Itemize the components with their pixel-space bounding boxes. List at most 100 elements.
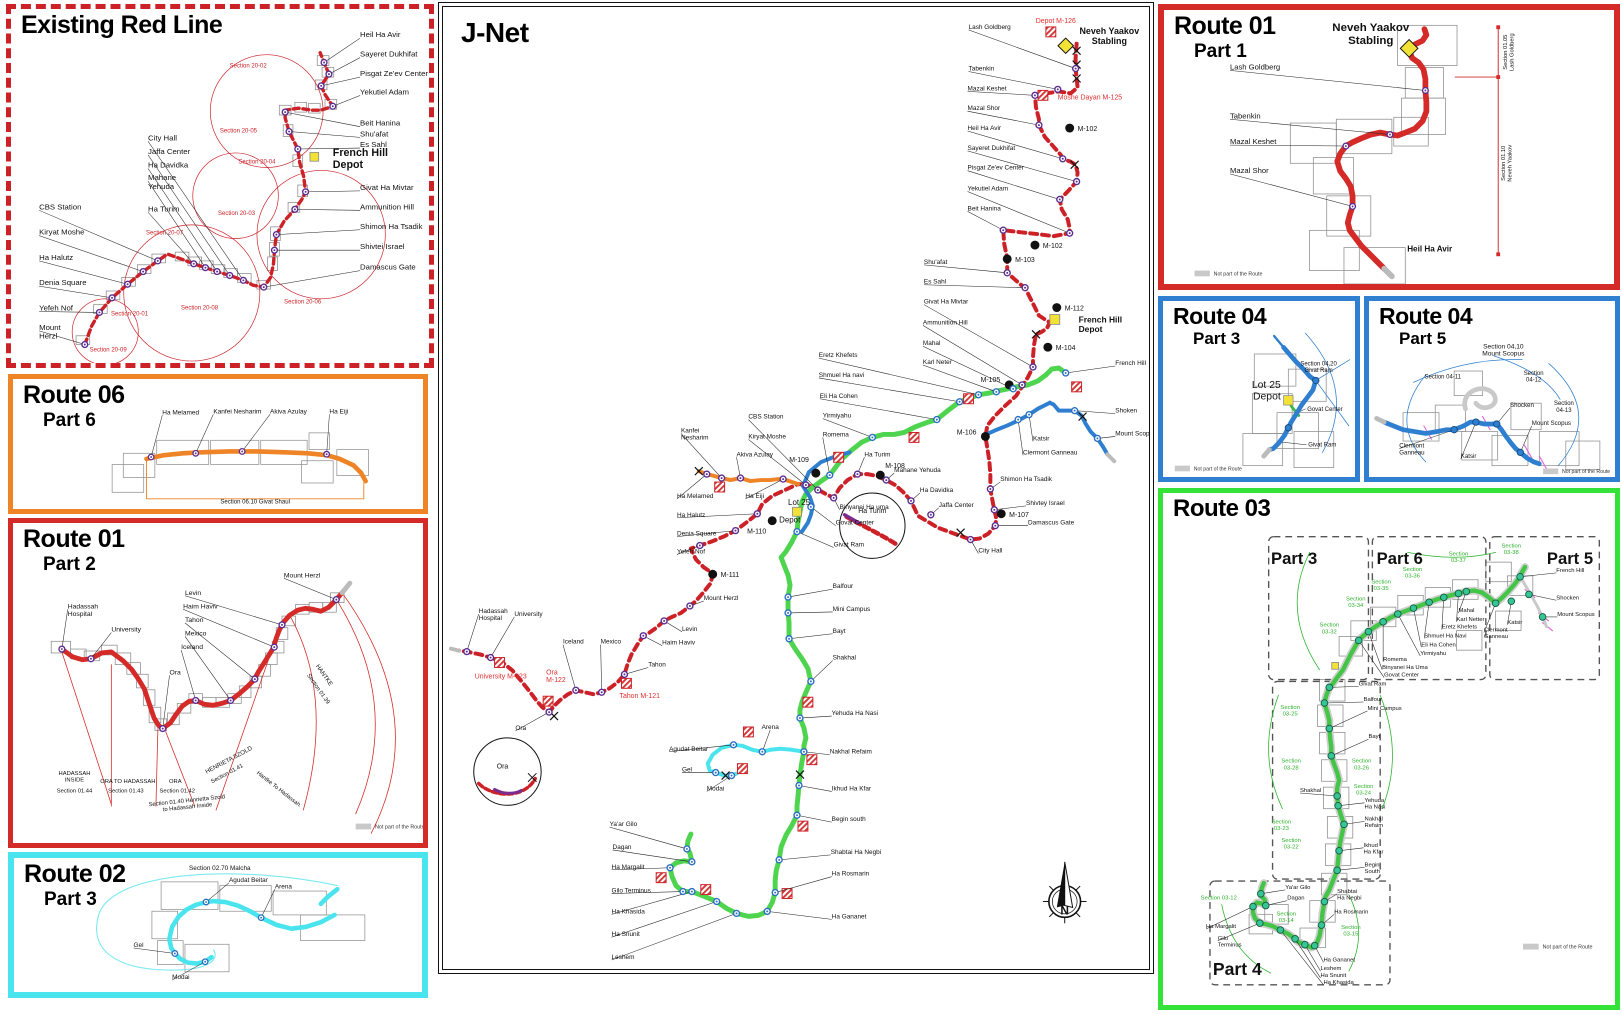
station-marker-core xyxy=(1074,67,1077,70)
map-text: Givat Ram xyxy=(1308,443,1336,449)
station-label: University xyxy=(111,627,141,634)
station-marker-core xyxy=(774,891,777,894)
station-marker xyxy=(1257,890,1265,898)
station-label: City Hall xyxy=(978,547,1002,554)
station-box xyxy=(167,712,180,726)
station-marker-core xyxy=(989,488,992,490)
station-marker-core xyxy=(1028,413,1031,416)
station-marker-core xyxy=(732,743,735,746)
station-label: Clermont Ganneau xyxy=(1023,449,1078,456)
reference-dot xyxy=(1052,303,1062,312)
decoration-path xyxy=(341,592,396,834)
station-marker xyxy=(1261,901,1270,910)
station-marker-core xyxy=(335,598,338,601)
station-box xyxy=(160,881,219,910)
station-marker-core xyxy=(204,960,207,963)
leader-line xyxy=(923,284,1026,288)
station-marker xyxy=(1249,902,1257,911)
station-label: Ora xyxy=(515,725,526,732)
leader-line xyxy=(922,364,997,393)
station-marker-core xyxy=(1031,366,1034,369)
decoration-path xyxy=(1315,359,1351,381)
leader-line xyxy=(967,110,1039,126)
leader-line xyxy=(1483,603,1496,633)
station-label: Mini Campus xyxy=(1367,706,1401,712)
leader-line xyxy=(624,667,649,675)
station-marker-core xyxy=(994,524,997,527)
station-marker-core xyxy=(293,208,296,211)
station-marker-core xyxy=(871,436,874,439)
station-marker-core xyxy=(761,750,764,753)
station-marker-core xyxy=(1068,232,1071,235)
compass-spoke xyxy=(1075,885,1081,891)
reference-dot xyxy=(1030,240,1040,250)
station-label: Levin xyxy=(185,590,201,597)
station-marker-core xyxy=(1096,437,1099,440)
reference-dot-label: M-102 xyxy=(1043,243,1063,250)
station-box xyxy=(1309,229,1360,271)
worksite-square xyxy=(742,726,754,738)
station-box xyxy=(151,910,178,940)
station-label: Eretz Khefets xyxy=(1442,625,1477,631)
panel-title-existing-red-line: Existing Red Line xyxy=(21,11,223,39)
station-label: Mazal Keshet xyxy=(968,85,1007,92)
station-marker-core xyxy=(228,274,231,277)
map-text: Depot M-126 xyxy=(1036,18,1076,25)
leader-line xyxy=(923,264,1008,274)
station-marker-core xyxy=(788,637,791,640)
leader-line xyxy=(1205,906,1254,930)
station-label: Shivtey Israel xyxy=(1026,500,1065,507)
station-marker xyxy=(1364,627,1373,636)
panel-title-jnet: J-Net xyxy=(461,17,529,48)
station-label: Mahane Yehuda xyxy=(894,467,941,474)
station-label: Damascus Gate xyxy=(1028,520,1075,527)
leader-line xyxy=(612,849,692,863)
leader-line xyxy=(818,357,979,396)
map-text: Hantke To Hadassah. xyxy=(255,770,303,809)
station-marker-core xyxy=(977,393,980,396)
leader-line xyxy=(466,613,479,652)
decoration-path xyxy=(1548,363,1580,467)
worksite-square xyxy=(908,431,920,443)
station-marker-core xyxy=(958,400,961,403)
station-label: Bayt xyxy=(833,628,846,635)
map-text: Section 20-01 xyxy=(111,311,149,317)
station-label: Binyanei Ha uma xyxy=(840,504,889,511)
route-line xyxy=(83,51,335,347)
map-text: University M-123 xyxy=(475,673,527,680)
compass-spoke xyxy=(1048,885,1054,891)
depot-square xyxy=(1283,395,1294,406)
station-label: Leshem xyxy=(1321,966,1342,972)
map-text: Heil Ha Avir xyxy=(1407,244,1453,253)
inset-label: Ha Turim xyxy=(858,508,886,515)
station-label: Shakhal xyxy=(1300,788,1321,794)
station-label: Ya'ar Gilo xyxy=(1285,885,1311,891)
leader-line xyxy=(1339,847,1364,852)
dimension-dot xyxy=(1496,252,1501,257)
station-label: Ha Rosmarin xyxy=(832,871,870,878)
compass-spoke xyxy=(1075,912,1081,918)
station-marker xyxy=(1256,919,1264,927)
station-label: Shimon Ha Tsadik xyxy=(1000,476,1053,483)
station-marker-core xyxy=(205,901,207,903)
leader-line xyxy=(1460,422,1477,460)
reference-dot xyxy=(1002,254,1012,264)
station-marker xyxy=(1354,636,1363,645)
station-label: Ya'ar Gilo xyxy=(610,821,638,828)
leader-line xyxy=(147,154,230,276)
map-text: Section 01.44 xyxy=(57,789,93,795)
station-marker xyxy=(1320,699,1329,707)
station-marker-core xyxy=(83,343,86,346)
station-label: Ha Gananet xyxy=(1323,957,1355,963)
leader-line xyxy=(1229,173,1353,207)
station-label: Eretz Khefets xyxy=(819,352,858,359)
